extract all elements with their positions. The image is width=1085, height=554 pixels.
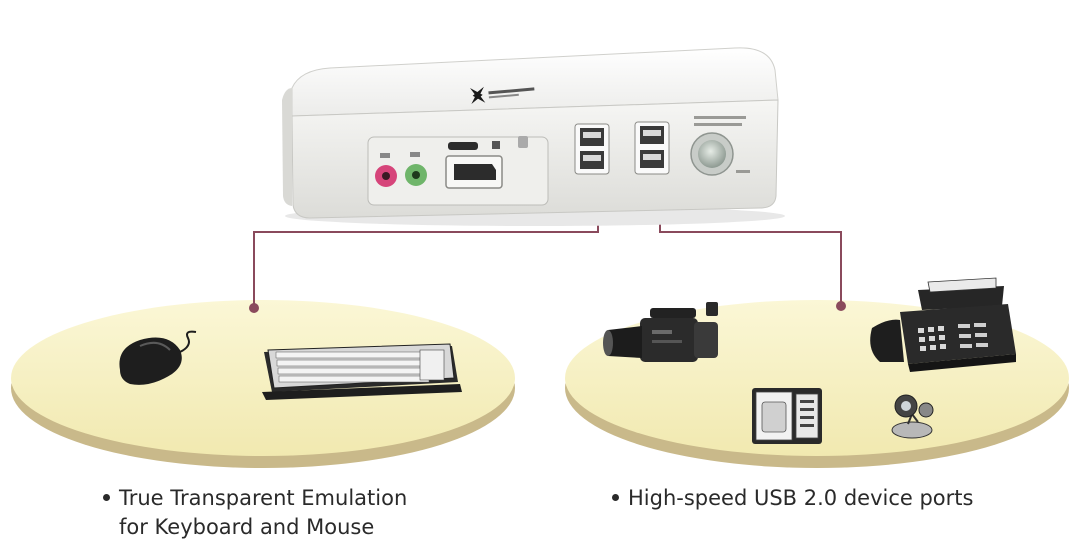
left-platform	[11, 300, 515, 468]
fax-machine-icon	[870, 277, 1016, 372]
left-connector-dot	[249, 303, 259, 313]
caption-usb-device-ports: High-speed USB 2.0 device ports	[612, 484, 973, 513]
caption-left-line1: True Transparent Emulation	[119, 486, 408, 510]
keyboard-icon	[262, 343, 462, 400]
caption-right-line1: High-speed USB 2.0 device ports	[628, 486, 974, 510]
mouse-icon	[119, 330, 197, 385]
bullet-icon	[103, 493, 110, 501]
kvm-switch-icon	[282, 47, 785, 226]
caption-keyboard-mouse-emulation: True Transparent Emulation for Keyboard …	[103, 484, 407, 542]
right-connector-dot	[836, 301, 846, 311]
caption-left-line2: for Keyboard and Mouse	[119, 515, 375, 539]
camcorder-icon	[603, 302, 718, 362]
webcam-icon	[891, 394, 934, 439]
card-reader-icon	[752, 388, 822, 444]
bullet-icon	[612, 493, 619, 501]
